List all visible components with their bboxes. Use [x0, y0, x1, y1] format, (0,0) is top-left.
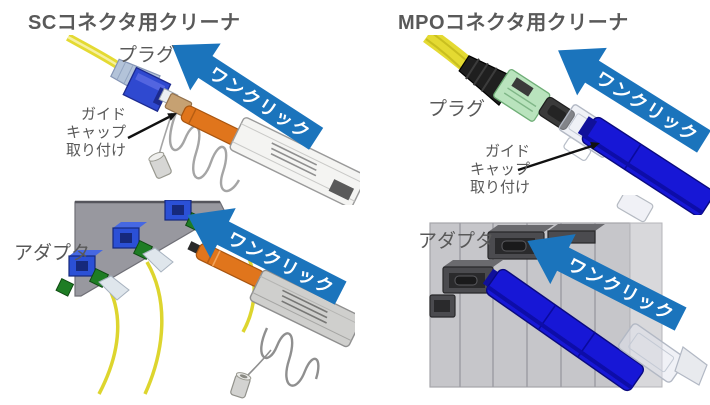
sc-adapter-label: アダプタ: [14, 243, 91, 264]
mpo-adapter-illustration: [429, 195, 708, 392]
mpo-ferrule: [538, 96, 575, 131]
sc-dust-cap: [148, 151, 172, 179]
sc-cleaner-spring-2: [260, 327, 320, 387]
sc-patch-fiber: [143, 261, 164, 395]
sc-patch-fiber: [97, 283, 120, 395]
mpo-cleaner-body: [577, 116, 710, 215]
mpo-adapter: [487, 225, 554, 260]
mpo-adapter: [429, 294, 456, 318]
mpo-plug-illustration: [423, 35, 710, 215]
mpo-adapter: [442, 260, 503, 294]
arrow-shape: [527, 234, 687, 331]
sc-cap-string-2: [246, 349, 272, 377]
mpo-plug-label: プラグ: [428, 99, 486, 120]
sc-dust-cap-2: [230, 372, 252, 399]
sc-adapter: [112, 222, 174, 273]
mpo-cleaner-body-2: [482, 268, 645, 392]
mpo-spare-guide-cap: [616, 195, 654, 223]
arrow-shape: [558, 47, 710, 153]
sc-adapter: [55, 277, 75, 297]
sc-section-title: SCコネクタ用クリーナ: [28, 12, 241, 34]
sc-adapter-illustration: [55, 200, 355, 399]
mpo-guide-cap-label: ガイド キャップ 取り付け: [469, 143, 530, 196]
arrow-shape: [187, 208, 347, 305]
sc-guide-cap-label: ガイド キャップ 取り付け: [65, 106, 126, 159]
sc-adapter: [68, 250, 130, 301]
mpo-adapter-label: アダプタ: [418, 231, 495, 252]
mpo-cleaner-tail: [674, 346, 708, 386]
sc-cleaner-spring: [168, 112, 241, 193]
arrow-shape: [171, 43, 324, 150]
sc-cleaner-clip: [328, 179, 355, 201]
mpo-section-title: MPOコネクタ用クリーナ: [398, 12, 629, 34]
sc-plug-label: プラグ: [118, 45, 176, 66]
